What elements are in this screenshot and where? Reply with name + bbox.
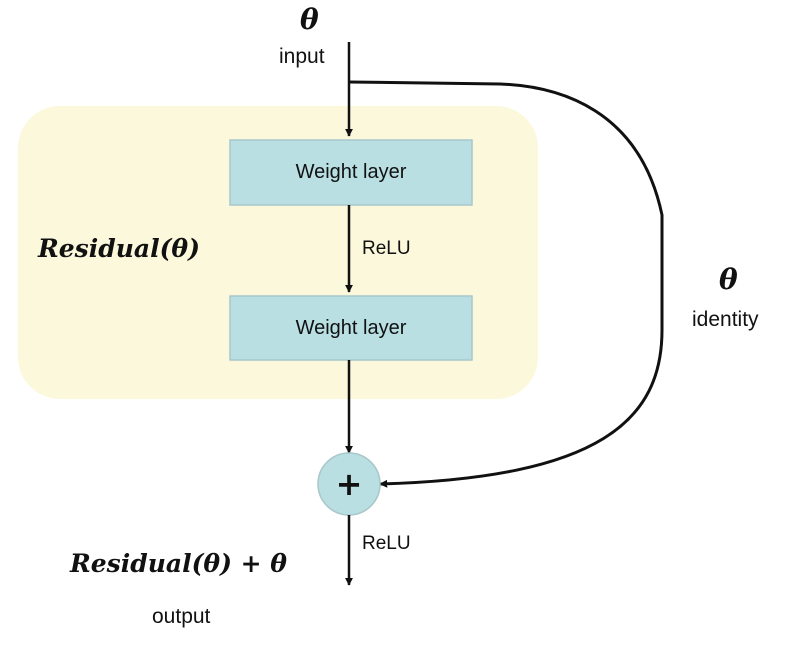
- weight-layer-2-label: Weight layer: [295, 316, 407, 339]
- add-node-symbol: +: [335, 465, 363, 503]
- weight-layer-2-box: [229, 295, 473, 361]
- weight-layer-1-label: Weight layer: [295, 161, 407, 183]
- relu-output-label: ReLU: [362, 533, 411, 554]
- output-expression: Residual(θ) + θ: [70, 549, 287, 578]
- output-label: output: [152, 605, 211, 628]
- input-theta-symbol: θ: [300, 3, 319, 36]
- input-label: input: [279, 45, 325, 68]
- identity-theta-symbol: θ: [719, 263, 738, 296]
- weight-layer-1-box: [229, 139, 473, 206]
- identity-skip-connection: [348, 80, 664, 488]
- relu-mid-label: ReLU: [362, 238, 411, 259]
- residual-block-label: Residual(θ): [38, 234, 200, 263]
- identity-label: identity: [692, 308, 759, 331]
